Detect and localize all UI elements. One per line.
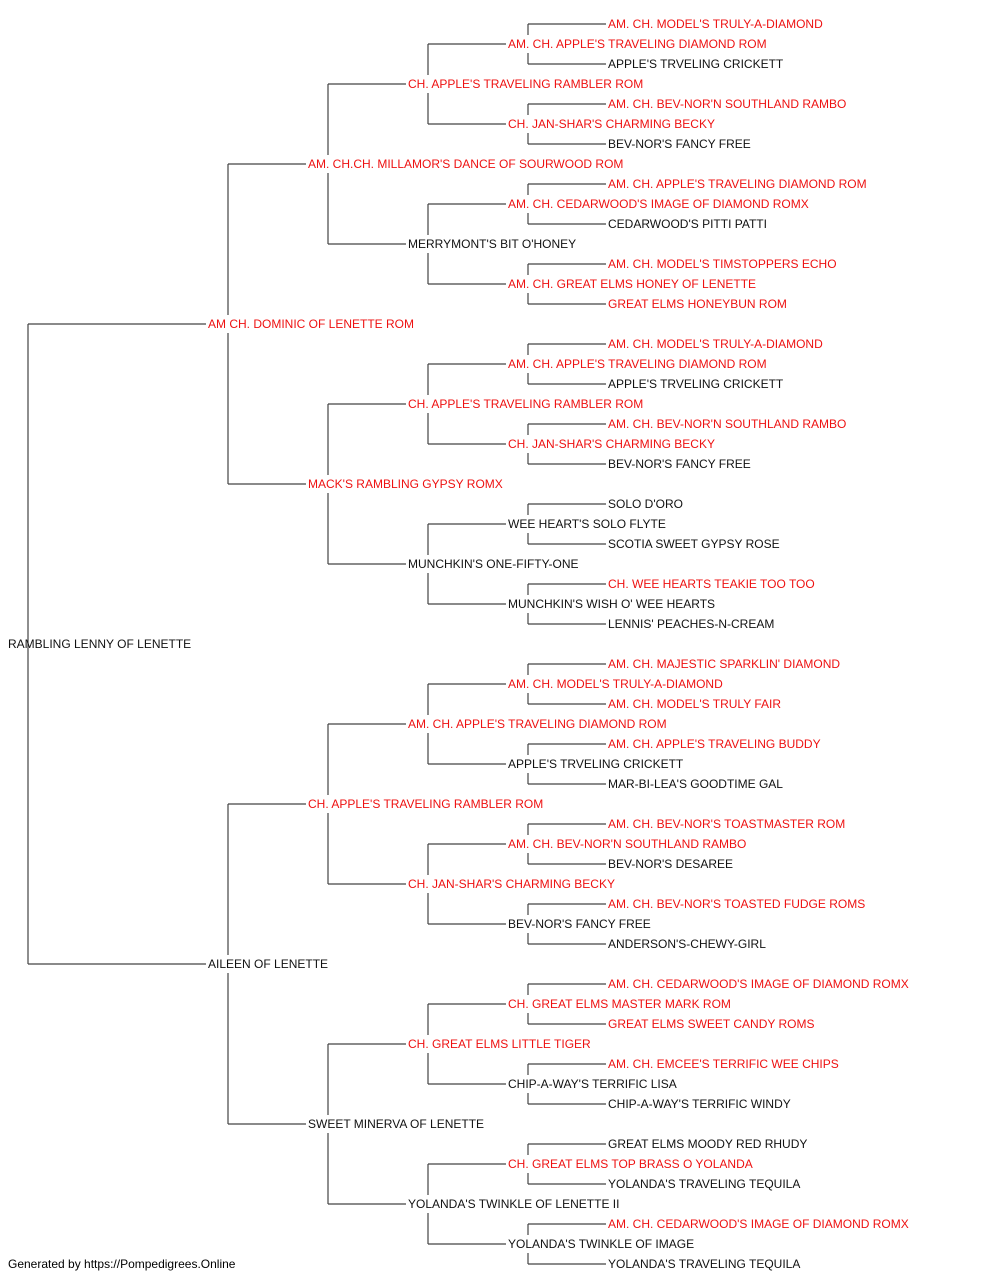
ancestor-name: AM. CH. MODEL'S TRULY-A-DIAMOND — [508, 677, 723, 691]
ancestor-name: AM. CH. GREAT ELMS HONEY OF LENETTE — [508, 277, 756, 291]
ancestor-name: CHIP-A-WAY'S TERRIFIC LISA — [508, 1077, 677, 1091]
ancestor-name: CH. JAN-SHAR'S CHARMING BECKY — [508, 117, 715, 131]
ancestor-name: AM. CH. APPLE'S TRAVELING DIAMOND ROM — [608, 177, 867, 191]
ancestor-name: AM. CH. MODEL'S TRULY-A-DIAMOND — [608, 337, 823, 351]
subject-dog-name: RAMBLING LENNY OF LENETTE — [8, 637, 191, 651]
ancestor-name: AM. CH. MODEL'S TRULY-A-DIAMOND — [608, 17, 823, 31]
ancestor-name: CH. WEE HEARTS TEAKIE TOO TOO — [608, 577, 815, 591]
ancestor-name: CH. JAN-SHAR'S CHARMING BECKY — [508, 437, 715, 451]
ancestor-name: AM. CH. BEV-NOR'N SOUTHLAND RAMBO — [608, 417, 846, 431]
ancestor-name: AM. CH. APPLE'S TRAVELING DIAMOND ROM — [408, 717, 667, 731]
ancestor-name: MUNCHKIN'S ONE-FIFTY-ONE — [408, 557, 579, 571]
ancestor-name: AM. CH. CEDARWOOD'S IMAGE OF DIAMOND ROM… — [608, 1217, 909, 1231]
ancestor-name: CH. APPLE'S TRAVELING RAMBLER ROM — [408, 77, 643, 91]
ancestor-name: APPLE'S TRVELING CRICKETT — [508, 757, 684, 771]
ancestor-name: MUNCHKIN'S WISH O' WEE HEARTS — [508, 597, 715, 611]
ancestor-name: CH. GREAT ELMS TOP BRASS O YOLANDA — [508, 1157, 753, 1171]
ancestor-name: AM. CH. APPLE'S TRAVELING BUDDY — [608, 737, 821, 751]
ancestor-name: YOLANDA'S TWINKLE OF LENETTE II — [408, 1197, 619, 1211]
ancestor-name: YOLANDA'S TRAVELING TEQUILA — [608, 1177, 800, 1191]
ancestor-name: BEV-NOR'S FANCY FREE — [508, 917, 651, 931]
ancestor-name: ANDERSON'S-CHEWY-GIRL — [608, 937, 766, 951]
ancestor-name: AM. CH. CEDARWOOD'S IMAGE OF DIAMOND ROM… — [608, 977, 909, 991]
ancestor-name: APPLE'S TRVELING CRICKETT — [608, 57, 784, 71]
ancestor-name: BEV-NOR'S FANCY FREE — [608, 137, 751, 151]
ancestor-name: AM. CH. MODEL'S TRULY FAIR — [608, 697, 781, 711]
ancestor-name: MACK'S RAMBLING GYPSY ROMX — [308, 477, 503, 491]
ancestor-name: AM. CH. BEV-NOR'N SOUTHLAND RAMBO — [508, 837, 746, 851]
ancestor-name: AM. CH. BEV-NOR'S TOASTED FUDGE ROMS — [608, 897, 865, 911]
ancestor-name: AM. CH. APPLE'S TRAVELING DIAMOND ROM — [508, 37, 767, 51]
ancestor-name: CH. GREAT ELMS MASTER MARK ROM — [508, 997, 731, 1011]
ancestor-name: AILEEN OF LENETTE — [208, 957, 328, 971]
ancestor-name: CH. APPLE'S TRAVELING RAMBLER ROM — [408, 397, 643, 411]
ancestor-name: CH. APPLE'S TRAVELING RAMBLER ROM — [308, 797, 543, 811]
ancestor-name: CHIP-A-WAY'S TERRIFIC WINDY — [608, 1097, 791, 1111]
pedigree-names: RAMBLING LENNY OF LENETTE AM CH. DOMINIC … — [8, 17, 909, 1271]
ancestor-name: APPLE'S TRVELING CRICKETT — [608, 377, 784, 391]
ancestor-name: SOLO D'ORO — [608, 497, 683, 511]
ancestor-name: AM. CH. MAJESTIC SPARKLIN' DIAMOND — [608, 657, 840, 671]
ancestor-name: AM. CH. CEDARWOOD'S IMAGE OF DIAMOND ROM… — [508, 197, 809, 211]
ancestor-name: AM. CH. APPLE'S TRAVELING DIAMOND ROM — [508, 357, 767, 371]
ancestor-name: YOLANDA'S TRAVELING TEQUILA — [608, 1257, 800, 1271]
ancestor-name: AM CH. DOMINIC OF LENETTE ROM — [208, 317, 414, 331]
ancestor-name: SWEET MINERVA OF LENETTE — [308, 1117, 484, 1131]
ancestor-name: GREAT ELMS SWEET CANDY ROMS — [608, 1017, 814, 1031]
ancestor-name: YOLANDA'S TWINKLE OF IMAGE — [508, 1237, 694, 1251]
ancestor-name: GREAT ELMS HONEYBUN ROM — [608, 297, 787, 311]
ancestor-name: CH. JAN-SHAR'S CHARMING BECKY — [408, 877, 615, 891]
pedigree-connectors — [27, 23, 606, 1265]
ancestor-name: SCOTIA SWEET GYPSY ROSE — [608, 537, 780, 551]
ancestor-name: AM. CH. MODEL'S TIMSTOPPERS ECHO — [608, 257, 837, 271]
ancestor-name: CH. GREAT ELMS LITTLE TIGER — [408, 1037, 591, 1051]
generated-by-footer: Generated by https://Pompedigrees.Online — [8, 1257, 236, 1271]
ancestor-name: MAR-BI-LEA'S GOODTIME GAL — [608, 777, 783, 791]
ancestor-name: CEDARWOOD'S PITTI PATTI — [608, 217, 767, 231]
ancestor-name: BEV-NOR'S DESAREE — [608, 857, 733, 871]
ancestor-name: GREAT ELMS MOODY RED RHUDY — [608, 1137, 807, 1151]
ancestor-name: AM. CH. BEV-NOR'N SOUTHLAND RAMBO — [608, 97, 846, 111]
ancestor-name: AM. CH.CH. MILLAMOR'S DANCE OF SOURWOOD … — [308, 157, 623, 171]
ancestor-name: AM. CH. BEV-NOR'S TOASTMASTER ROM — [608, 817, 845, 831]
ancestor-name: AM. CH. EMCEE'S TERRIFIC WEE CHIPS — [608, 1057, 839, 1071]
ancestor-name: LENNIS' PEACHES-N-CREAM — [608, 617, 774, 631]
ancestor-name: WEE HEART'S SOLO FLYTE — [508, 517, 666, 531]
ancestor-name: BEV-NOR'S FANCY FREE — [608, 457, 751, 471]
ancestor-name: MERRYMONT'S BIT O'HONEY — [408, 237, 576, 251]
